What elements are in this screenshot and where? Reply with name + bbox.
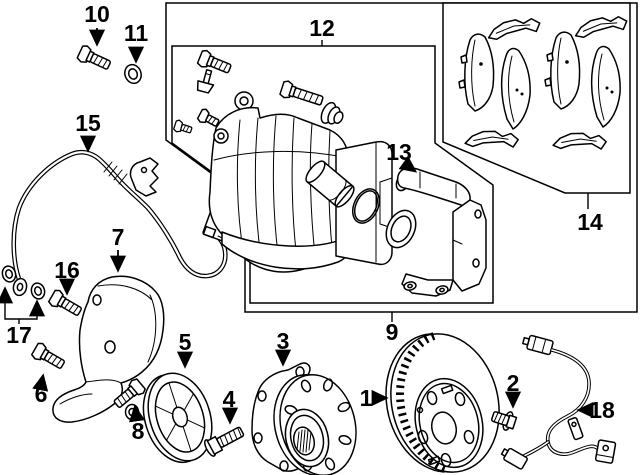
callout-1[interactable]: 1 [360,385,373,411]
brake-pad-outer-right [544,31,581,110]
brake-pad-inner-right [590,45,621,128]
callout-2[interactable]: 2 [507,370,520,396]
abs-wheel-speed-sensor [500,334,617,470]
wheel-stud [204,426,245,457]
caliper-piston [305,160,355,208]
caliper-bracket [395,167,487,297]
sensor-grommet [567,416,584,441]
connector-bolt [47,287,85,321]
brake-pad-inner-left [500,47,531,130]
rotor-set-screw [491,411,518,431]
mounting-bolt-6 [30,340,68,374]
washer-b [28,280,48,302]
banjo-bolt [75,43,114,74]
piston-dust-boot [385,209,417,249]
callout-15[interactable]: 15 [75,110,101,136]
hub-bearing-assembly [251,362,357,475]
callout-4[interactable]: 4 [223,386,236,412]
callout-11[interactable]: 11 [124,20,149,46]
callout-14[interactable]: 14 [577,209,603,235]
brake-pad-set [458,15,629,156]
sensor-connector [500,447,528,470]
brake-pad-outer-left [458,33,495,112]
guide-pin-boot [320,101,344,125]
piston-seal [353,190,379,222]
washer [124,63,142,85]
hose-clamp-bracket [129,157,159,197]
callout-9[interactable]: 9 [386,319,399,345]
callout-labels: 1 2 3 4 5 6 7 8 9 10 11 12 13 14 15 16 1… [6,1,615,444]
banjo-eye [12,277,28,297]
brake-hose [11,149,243,297]
callout-12[interactable]: 12 [309,15,335,41]
callout-17[interactable]: 17 [6,322,32,348]
callout-arrows [0,28,594,425]
callout-3[interactable]: 3 [277,328,290,354]
callout-13[interactable]: 13 [386,139,412,165]
callout-8[interactable]: 8 [132,418,145,444]
brake-caliper [208,91,393,273]
brake-rotor [385,332,500,474]
callout-10[interactable]: 10 [84,1,110,27]
callout-18[interactable]: 18 [589,397,615,423]
sensor-bracket [594,439,617,464]
caliper-piston-and-seals [305,160,417,249]
callout-6[interactable]: 6 [35,381,48,407]
callout-7[interactable]: 7 [112,224,125,250]
callout-5[interactable]: 5 [179,329,192,355]
bleeder-screw [196,69,215,94]
callout-16[interactable]: 16 [54,257,80,283]
hub-dust-cap [142,372,213,464]
hose-coil [103,161,128,185]
